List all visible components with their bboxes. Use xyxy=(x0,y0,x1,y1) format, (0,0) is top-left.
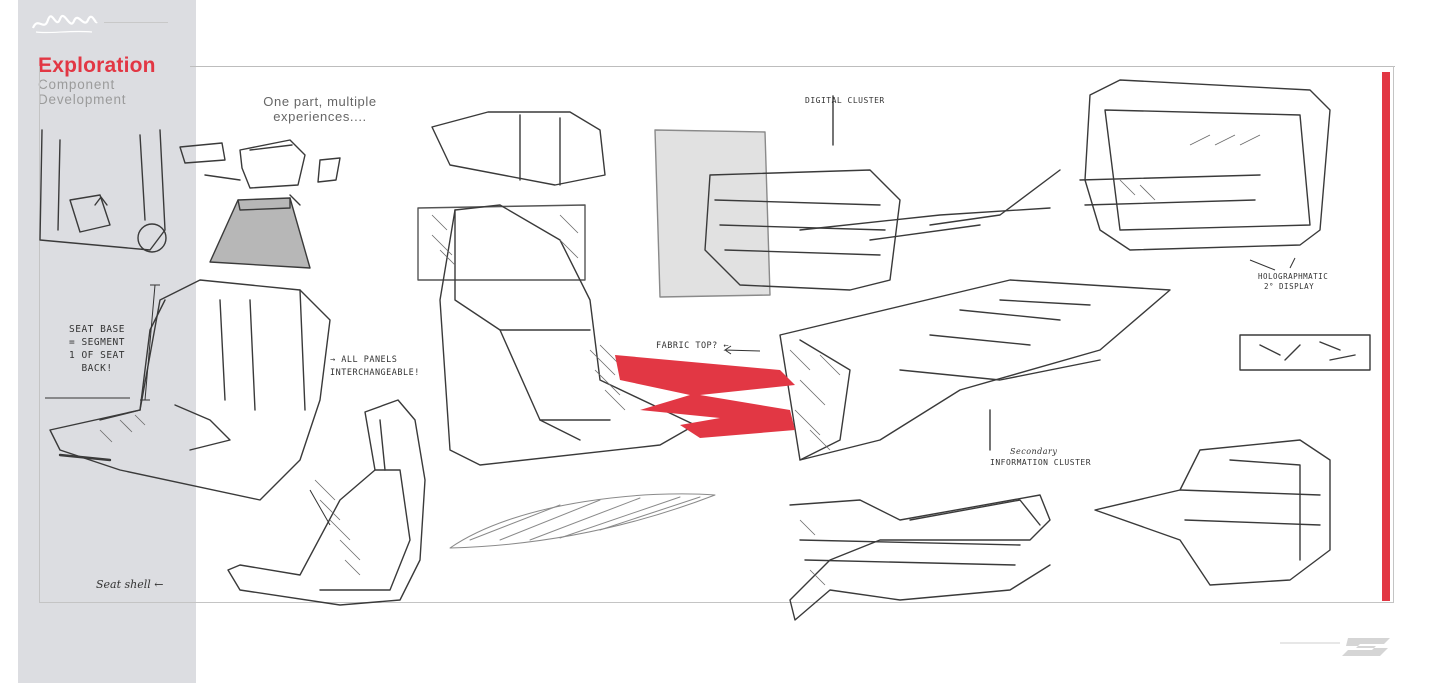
digital-cluster-note: Digital cluster xyxy=(805,96,885,105)
holographic-display-sketch xyxy=(929,79,1331,251)
leaf-shape-sketch xyxy=(449,493,716,549)
note-line: → All panels xyxy=(330,355,398,365)
title-rule xyxy=(190,66,1395,67)
note-line: 2° display xyxy=(1264,282,1315,291)
subtitle-line: Component xyxy=(38,77,115,92)
seat-base-note: Seat base = segment 1 of seat back! xyxy=(52,323,142,375)
note-line: Secondary xyxy=(1010,447,1058,456)
tagline-line: One part, multiple xyxy=(263,94,377,109)
note-line: Seat base xyxy=(69,324,125,335)
subtitle-line: Development xyxy=(38,92,127,107)
digital-cluster-sketch xyxy=(654,95,1051,298)
fabric-top-sketch xyxy=(779,279,1371,461)
fabric-top-note: Fabric top? ← xyxy=(656,341,730,351)
right-cluster-sketch xyxy=(1094,439,1331,586)
logo-rule xyxy=(104,22,168,23)
note-line: = segment xyxy=(69,337,125,348)
page-subtitle: Component Development xyxy=(38,77,188,107)
cabin-sketch xyxy=(39,129,167,253)
middle-seat-sketch xyxy=(417,111,696,466)
seat-back-sketch xyxy=(209,197,311,269)
accent-bar xyxy=(1382,72,1390,601)
hatching xyxy=(99,134,1261,586)
main-seat-sketch xyxy=(49,279,331,501)
red-marker-strokes xyxy=(615,355,795,438)
brand-signature-logo xyxy=(31,14,98,34)
bottom-cluster-sketch xyxy=(789,494,1051,621)
side-panel-band xyxy=(18,0,196,683)
seat-shell-sketch xyxy=(227,399,426,606)
page-title: Exploration xyxy=(38,54,156,77)
note-line: information cluster xyxy=(990,458,1092,467)
exploded-parts-sketch xyxy=(179,139,341,206)
content-frame xyxy=(39,66,1394,603)
seat-shell-note: Seat shell ← xyxy=(96,578,164,591)
tagline-line: experiences.... xyxy=(273,109,367,124)
stripe-logo xyxy=(1280,638,1390,656)
note-line: Holographmatic xyxy=(1258,272,1329,281)
holographic-note: Holographmatic 2° display xyxy=(1258,272,1328,292)
note-line: interchangeable! xyxy=(330,368,420,378)
all-panels-note: → All panels interchangeable! xyxy=(330,354,420,380)
tagline: One part, multiple experiences.... xyxy=(235,94,405,124)
note-line: 1 of seat xyxy=(69,350,125,361)
secondary-cluster-note: Secondary information cluster xyxy=(990,446,1091,468)
annotation-arrows xyxy=(45,257,1296,526)
note-line: back! xyxy=(81,363,113,374)
